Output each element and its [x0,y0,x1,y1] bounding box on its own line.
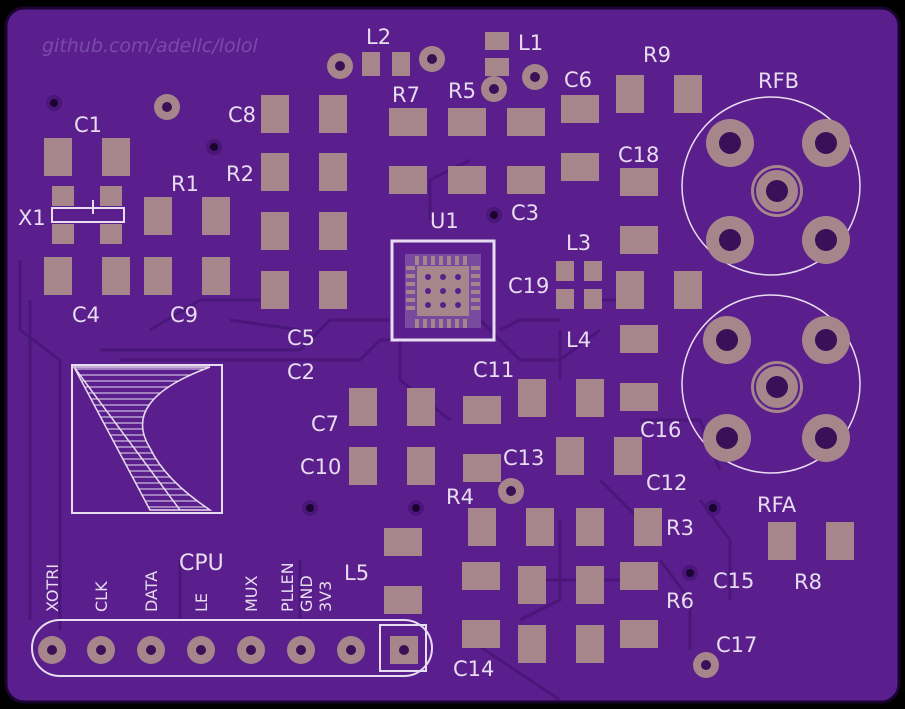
header-pins [38,636,418,664]
label-c13: C13 [503,446,544,470]
label-x1: X1 [18,206,46,230]
cpu-logo [71,364,223,514]
label-rfa: RFA [757,493,797,517]
label-c15: C15 [713,569,754,593]
label-r3: R3 [666,516,694,540]
label-c3: C3 [511,201,539,225]
url-text: github.com/adellc/lolol [42,35,259,57]
pin-labels: XOTRI CLK DATA LE MUX PLLEN GND 3V3 [43,562,335,612]
vias [46,46,721,678]
label-c10: C10 [300,455,341,479]
label-r6: R6 [666,589,694,613]
label-c18: C18 [618,143,659,167]
label-c12: C12 [646,471,687,495]
label-r2: R2 [226,162,254,186]
label-c17: C17 [716,633,757,657]
designators: C1 X1 R1 C4 C9 C8 R2 C5 C2 L2 L1 R7 R5 C… [18,25,822,681]
label-l5: L5 [344,561,369,585]
label-l3: L3 [566,231,591,255]
label-r4: R4 [446,485,474,509]
label-c6: C6 [564,68,592,92]
u1-chip [405,254,481,328]
label-l1: L1 [518,31,543,55]
pin-label-clk: CLK [92,581,111,612]
pin-label-gnd: GND [297,575,316,612]
label-u1: U1 [430,209,459,233]
label-c7: C7 [311,412,339,436]
label-r5: R5 [448,79,476,103]
label-c19: C19 [508,274,549,298]
label-c8: C8 [228,103,256,127]
label-c5: C5 [287,326,315,350]
label-c9: C9 [170,303,198,327]
pin-label-data: DATA [142,571,161,612]
rfa-connector [681,294,861,474]
label-r7: R7 [392,83,420,107]
label-r1: R1 [171,172,199,196]
label-l2: L2 [366,25,391,49]
pin-label-xotri: XOTRI [43,564,62,612]
label-c2: C2 [287,360,315,384]
label-c14: C14 [453,657,494,681]
part-outlines [31,200,496,677]
label-r8: R8 [794,570,822,594]
pin-label-mux: MUX [242,575,261,612]
board-outline [4,6,901,704]
label-c11: C11 [473,358,514,382]
rfb-connector [681,96,861,276]
label-c4: C4 [72,303,100,327]
label-rfb: RFB [758,69,799,93]
label-r9: R9 [643,43,671,67]
smd-pads [44,32,854,663]
pin-label-le: LE [192,593,211,612]
label-c1: C1 [74,113,102,137]
pin-label-pllen: PLLEN [278,562,297,612]
label-cpu: CPU [179,551,224,576]
label-l4: L4 [566,328,591,352]
pin-label-3v3: 3V3 [316,581,335,612]
label-c16: C16 [640,418,681,442]
